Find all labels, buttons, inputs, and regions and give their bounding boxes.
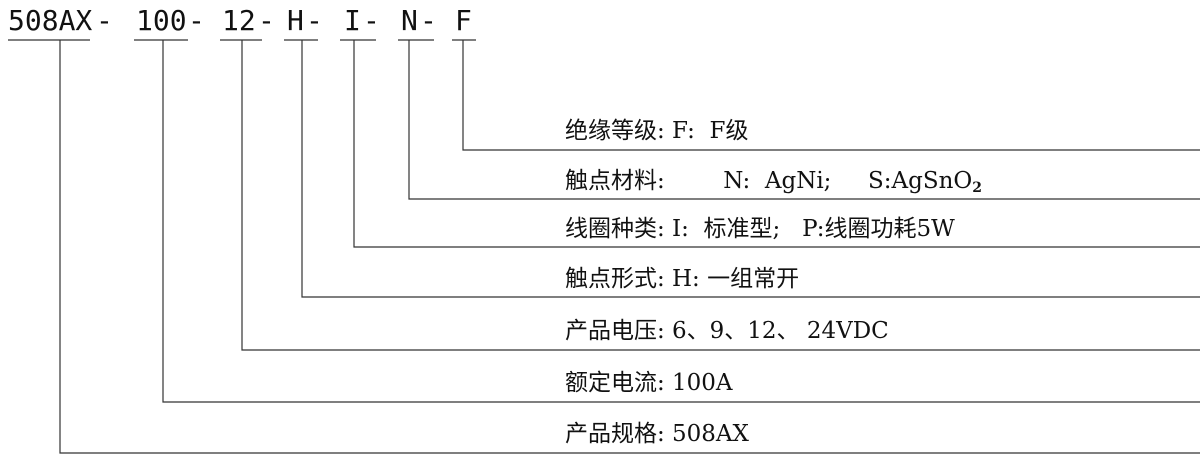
row-value: N: AgNi; S:AgSnO2 [672, 168, 1019, 198]
connector-lines [59, 40, 1200, 454]
code-segment-coil-type: I [344, 4, 361, 37]
row-label: 额定电流: [565, 370, 665, 396]
row-rated-current: 额定电流: 100A [565, 370, 733, 396]
row-coil-type: 线圈种类: I: 标准型; P:线圈功耗5W [565, 216, 955, 242]
row-value: F: F级 [672, 118, 748, 144]
connector-voltage [241, 40, 1200, 351]
code-separator: - [363, 4, 380, 37]
row-product-spec: 产品规格: 508AX [565, 421, 750, 447]
part-number-code: 508AX - 100 - 12 - H - I - N - F [8, 4, 472, 37]
code-segment-contact-material: N [401, 4, 418, 37]
row-label: 产品电压: [565, 318, 665, 344]
connector-current [162, 40, 1200, 403]
row-value: 508AX [672, 421, 750, 447]
connector-contact-form [301, 40, 1200, 298]
connector-coil-type [353, 40, 1200, 248]
code-segment-spec: 508AX [8, 4, 92, 37]
row-value: 100A [672, 370, 733, 396]
row-product-voltage: 产品电压: 6、9、12、 24VDC [565, 318, 889, 344]
code-segment-contact-form: H [287, 4, 304, 37]
row-value: 6、9、12、 24VDC [672, 318, 889, 344]
row-label: 绝缘等级: [565, 118, 665, 144]
row-value: H: 一组常开 [672, 266, 799, 292]
row-value: I: 标准型; P:线圈功耗5W [672, 216, 955, 242]
code-separator: - [420, 4, 437, 37]
row-label: 触点形式: [565, 266, 665, 292]
row-label: 线圈种类: [565, 216, 665, 242]
code-separator: - [258, 4, 275, 37]
row-label: 触点材料: [565, 168, 665, 194]
row-contact-material: 触点材料: N: AgNi; S:AgSnO2 [565, 168, 1019, 198]
connector-spec [59, 40, 1200, 454]
row-insulation-class: 绝缘等级: F: F级 [565, 118, 748, 144]
row-label: 产品规格: [565, 421, 665, 447]
connector-insulation [462, 40, 1200, 151]
row-value-subscript: 2 [972, 180, 982, 196]
row-contact-form: 触点形式: H: 一组常开 [565, 266, 799, 292]
connector-contact-material [408, 40, 1200, 200]
code-segment-voltage: 12 [222, 4, 256, 37]
code-separator: - [96, 4, 113, 37]
row-value-main: N: AgNi; S:AgSnO [723, 168, 972, 194]
code-segment-insulation: F [455, 4, 472, 37]
code-separator: - [306, 4, 323, 37]
code-segment-current: 100 [136, 4, 187, 37]
code-separator: - [188, 4, 205, 37]
